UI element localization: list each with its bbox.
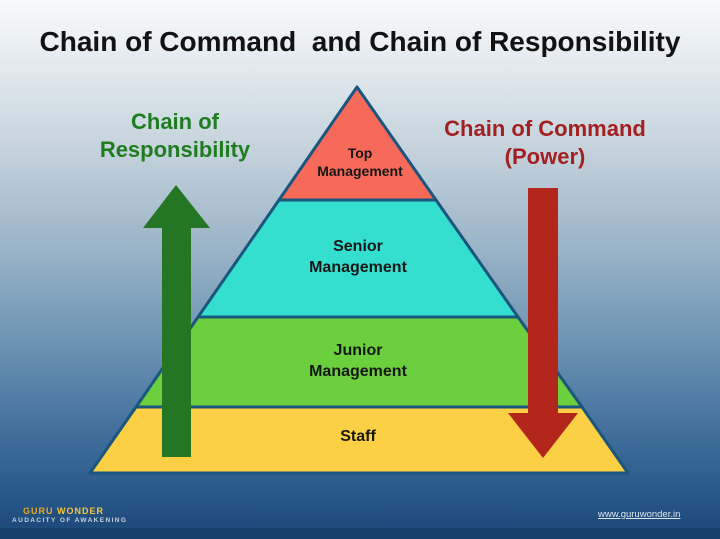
website-url[interactable]: www.guruwonder.in <box>598 509 681 520</box>
logo-word-wonder: WONDER <box>57 506 105 516</box>
up-arrow <box>143 185 210 457</box>
chain-of-responsibility-label: Chain of Responsibility <box>99 109 251 163</box>
pyramid-label-top-management: Top Management <box>317 145 403 180</box>
logo-wordmark: GURU WONDER <box>23 506 127 517</box>
pyramid-label-junior-management: Junior Management <box>309 342 407 380</box>
guru-wonder-logo: GURU WONDER AUDACITY OF AWAKENING <box>12 506 127 525</box>
chain-of-command-label: Chain of Command (Power) <box>444 116 646 170</box>
pyramid-level-staff <box>88 405 630 475</box>
pyramid-label-senior-management: Senior Management <box>309 238 407 276</box>
page-title: Chain of Command and Chain of Responsibi… <box>39 26 681 57</box>
logo-word-guru: GURU <box>23 506 54 516</box>
bottom-strip <box>0 528 720 539</box>
down-arrow <box>508 188 578 458</box>
logo-tagline: AUDACITY OF AWAKENING <box>12 517 128 525</box>
pyramid-label-staff: Staff <box>340 428 376 445</box>
